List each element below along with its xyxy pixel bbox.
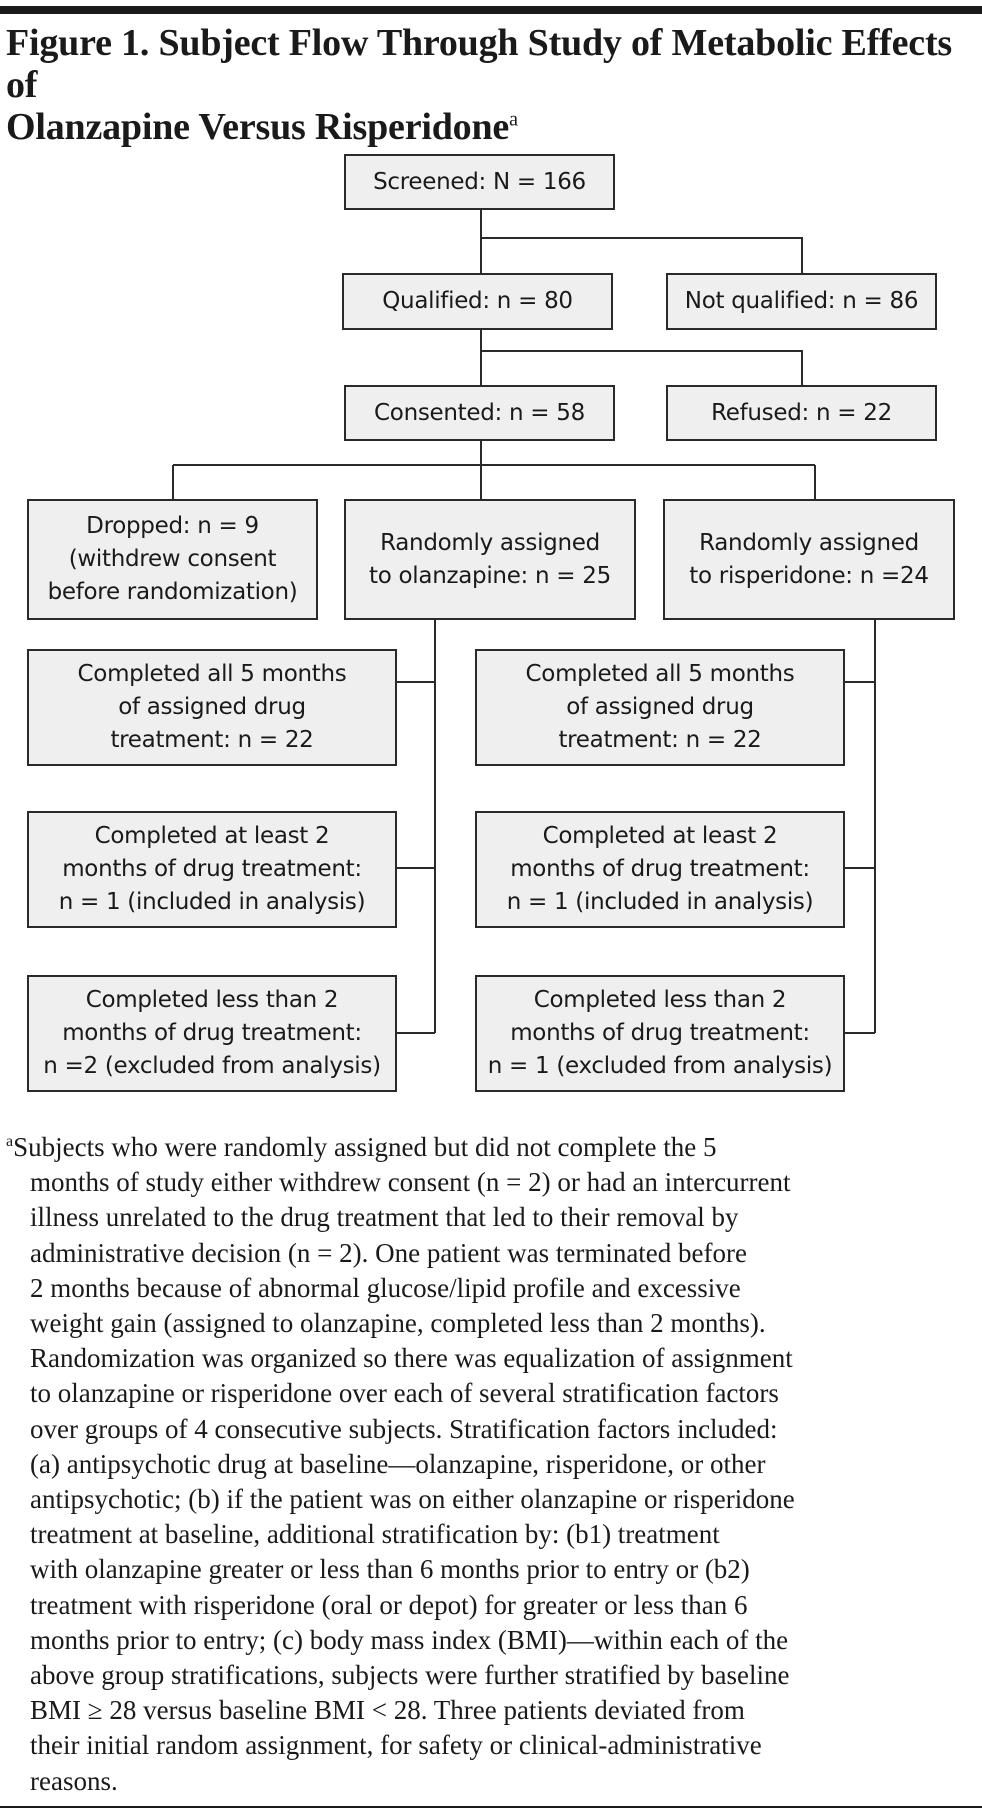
connector-screened-not-qualified [481,237,803,273]
footnote-line-1: Subjects who were randomly assigned but … [13,1132,717,1162]
flow-connectors [172,210,876,1034]
footnote: aSubjects who were randomly assigned but… [6,1130,976,1799]
qualified-box: Qualified: n = 80 [342,273,613,330]
footnote-first-line: aSubjects who were randomly assigned but… [6,1130,976,1165]
title-line-2: Olanzapine Versus Risperidone [6,106,510,148]
ris-completed-5-box: Completed all 5 months of assigned drug … [475,649,845,766]
ris-less-2-box: Completed less than 2 months of drug tre… [475,975,845,1092]
footnote-body: months of study either withdrew consent … [30,1167,795,1796]
olanzapine-box: Randomly assigned to olanzapine: n = 25 [344,499,636,620]
screened-box: Screened: N = 166 [344,154,615,210]
risperidone-box: Randomly assigned to risperidone: n =24 [663,499,955,620]
olz-completed-2-box: Completed at least 2 months of drug trea… [27,811,397,928]
top-rule [0,6,982,14]
footnote-marker: a [6,1133,14,1150]
title-footnote-marker: a [509,108,518,131]
connector-qualified-refused [481,350,803,385]
figure-title: Figure 1. Subject Flow Through Study of … [6,22,976,148]
olz-completed-5-box: Completed all 5 months of assigned drug … [27,649,397,766]
consented-box: Consented: n = 58 [344,385,615,441]
title-line-1: Figure 1. Subject Flow Through Study of … [6,22,952,106]
ris-completed-2-box: Completed at least 2 months of drug trea… [475,811,845,928]
dropped-box: Dropped: n = 9 (withdrew consent before … [27,499,318,620]
refused-box: Refused: n = 22 [666,385,937,441]
bottom-rule [0,1806,982,1808]
olz-less-2-box: Completed less than 2 months of drug tre… [27,975,397,1092]
not-qualified-box: Not qualified: n = 86 [666,273,937,330]
